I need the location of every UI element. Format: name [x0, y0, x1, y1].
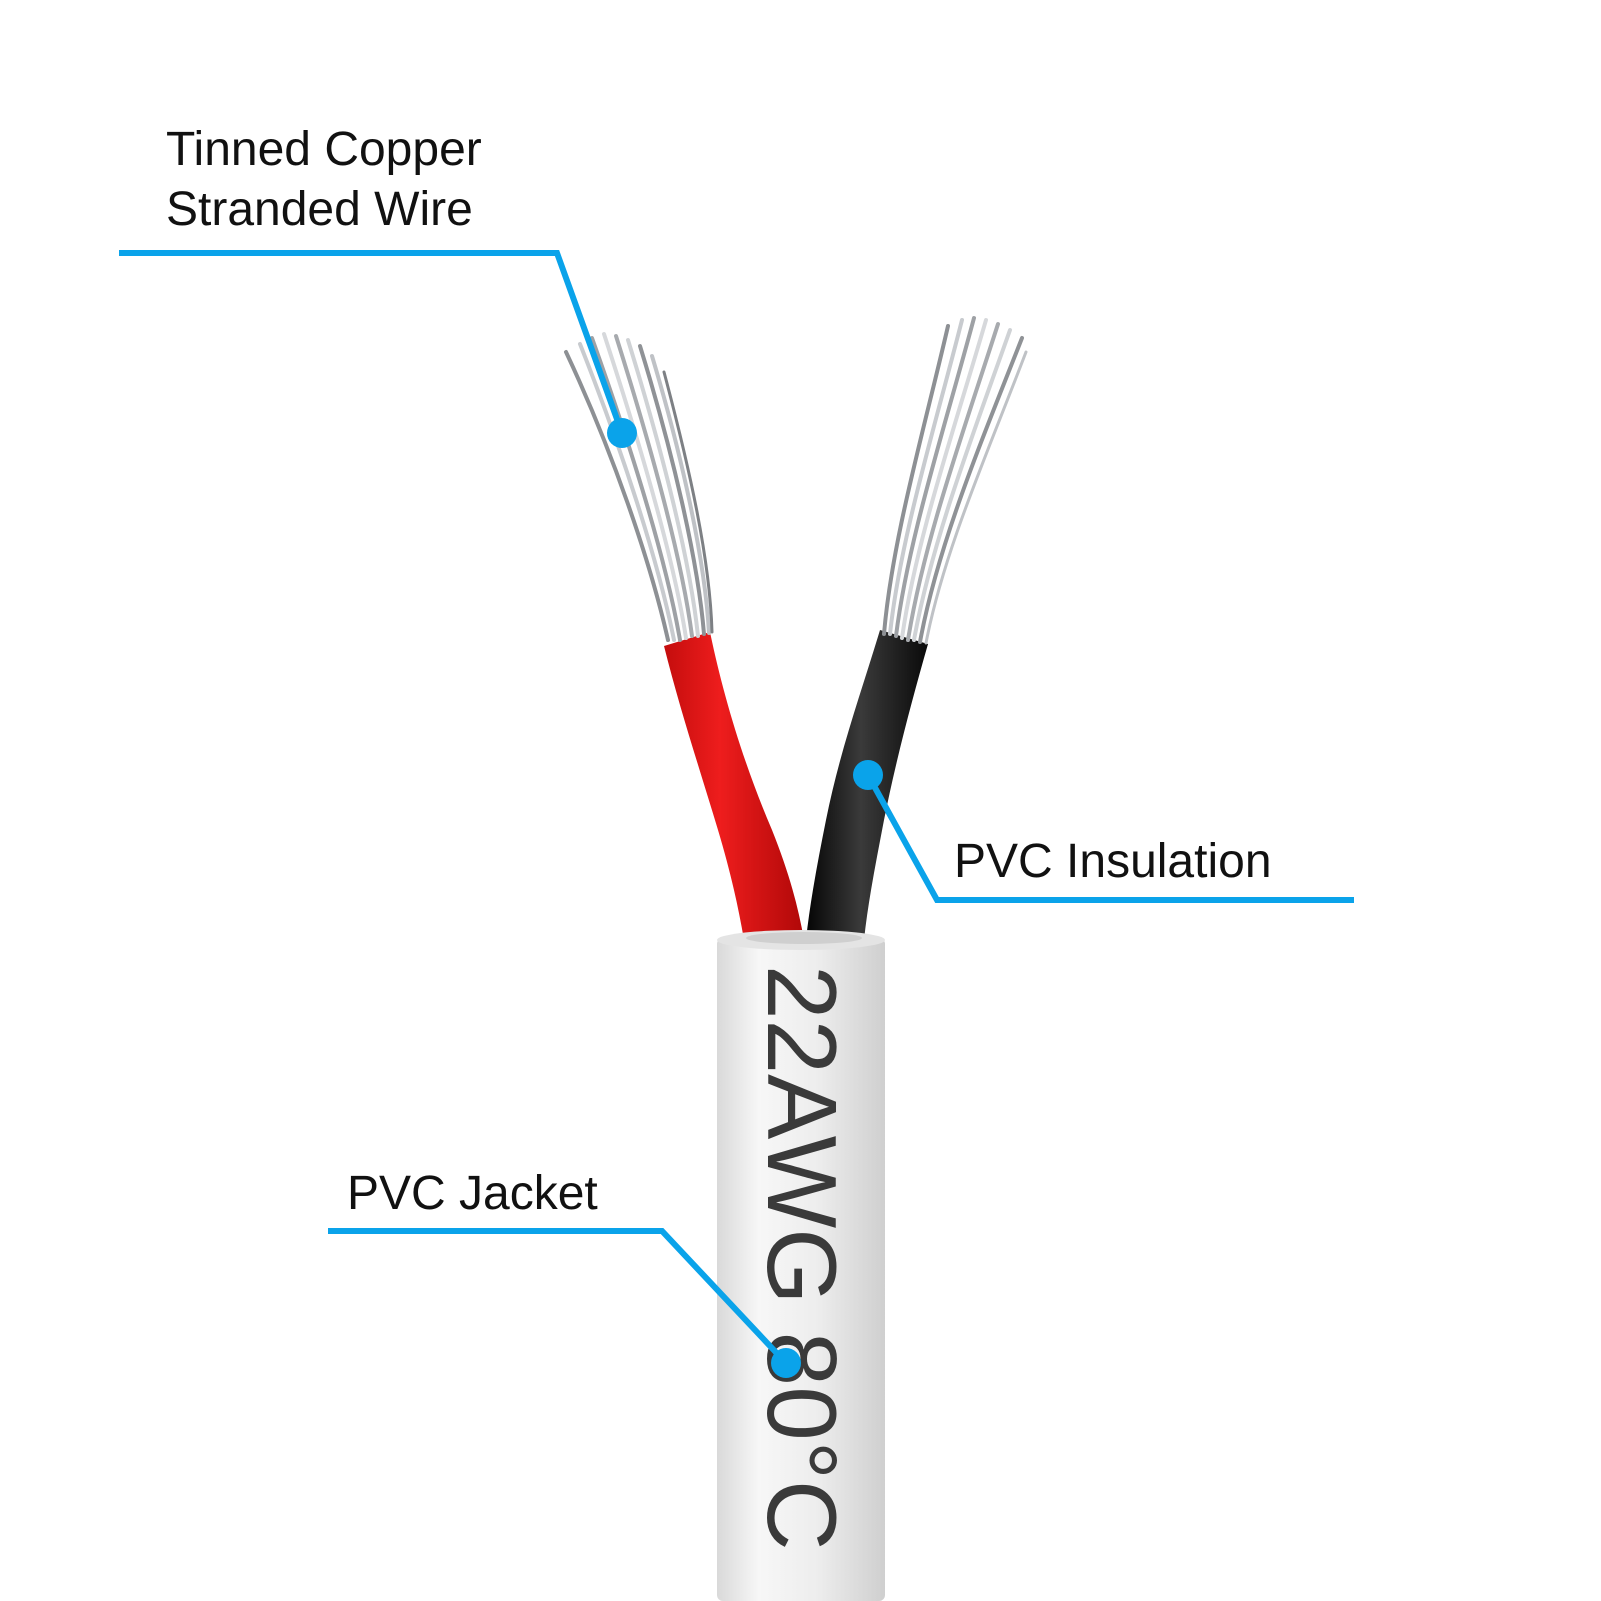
insulation-label: PVC Insulation	[954, 835, 1272, 888]
jacket-callout-dot	[771, 1348, 801, 1378]
copper-callout-line	[119, 250, 625, 435]
copper-label: Tinned Copper Stranded Wire	[166, 120, 482, 240]
insulation-callout-line	[865, 773, 1354, 903]
right-copper-strands	[882, 316, 1028, 645]
jacket-label: PVC Jacket	[347, 1167, 598, 1220]
copper-callout-dot	[607, 418, 637, 448]
red-insulation	[664, 632, 804, 940]
jacket-callout-line	[328, 1228, 789, 1366]
pvc-jacket	[717, 938, 885, 1601]
jacket-opening	[746, 932, 862, 944]
insulation-callout-dot	[853, 760, 883, 790]
jacket-print: 22AWG 80°C	[747, 965, 857, 1551]
left-copper-strands	[564, 332, 714, 642]
copper-label-line2: Stranded Wire	[166, 183, 473, 236]
copper-label-line1: Tinned Copper	[166, 123, 482, 176]
